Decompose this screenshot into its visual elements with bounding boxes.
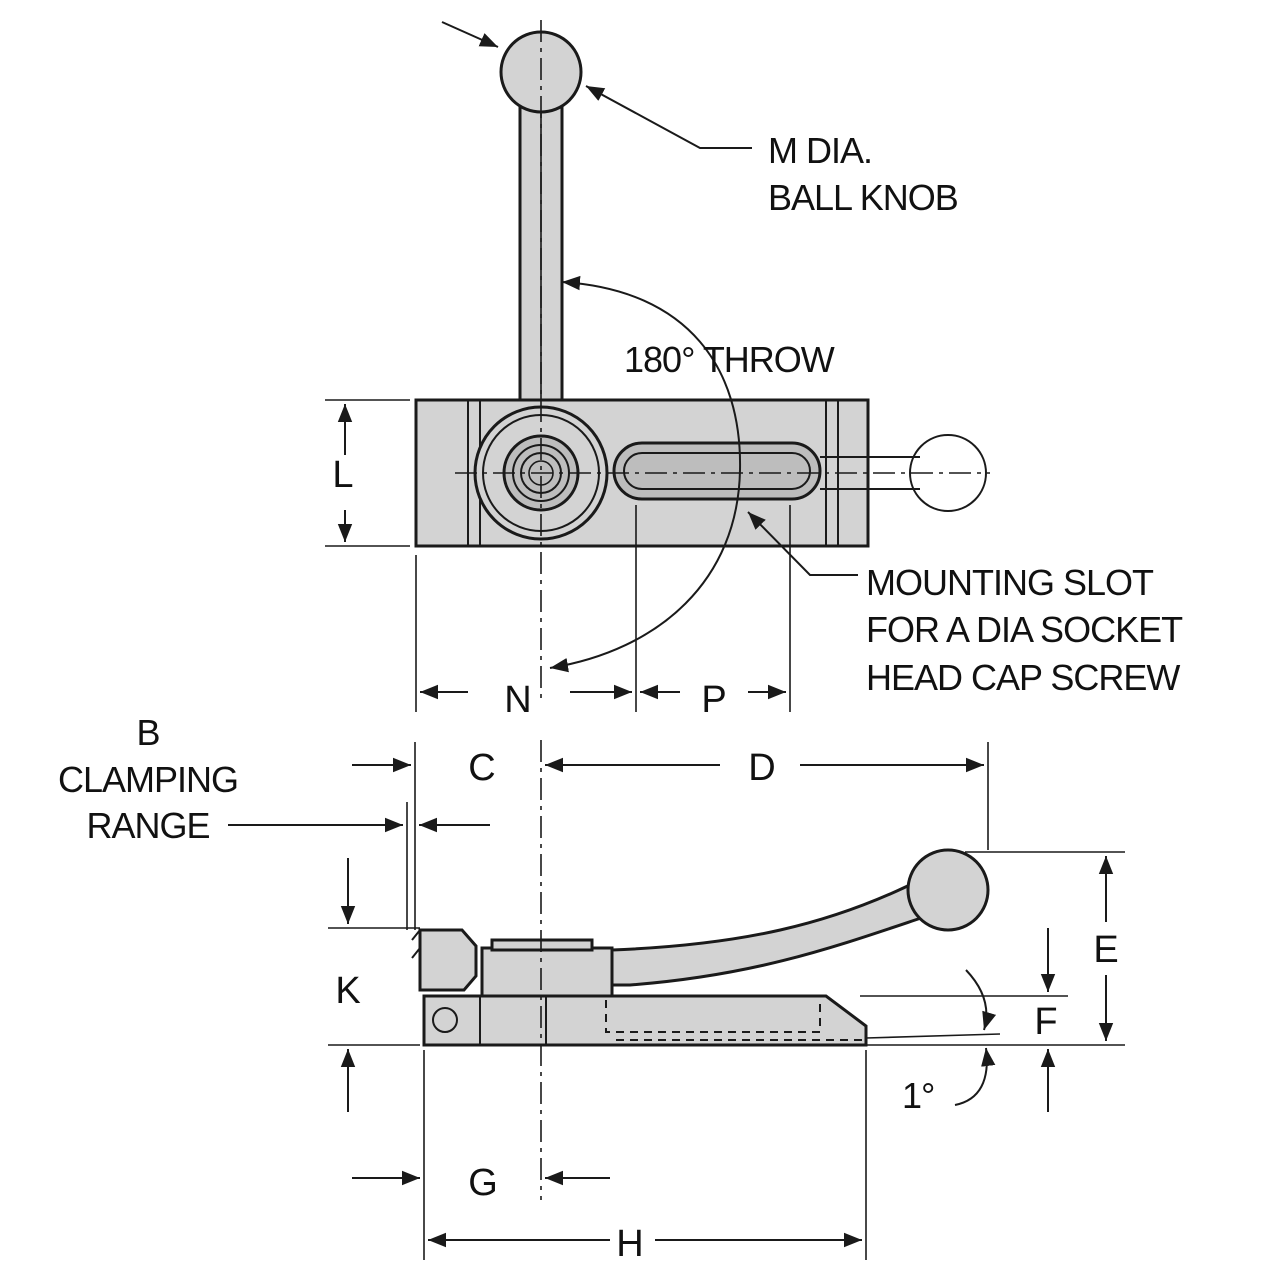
dim-E: E [1093,929,1118,971]
label-slot-2: FOR A DIA SOCKET [866,609,1183,650]
label-clamp-2: CLAMPING [58,759,238,800]
side-ball-knob [906,848,990,932]
label-throw: 180° THROW [624,339,835,380]
angle-indicator [865,969,1001,1106]
dim-P: P [701,679,726,721]
dim-C: C [468,747,495,789]
cam-block-side [480,946,614,998]
side-view [411,740,990,1200]
clamp-jaw [418,928,478,992]
slot-leader [747,511,858,576]
label-ball-knob-2: BALL KNOB [768,177,958,218]
dim-G: G [468,1162,498,1204]
label-ball-knob-1: M DIA. [768,130,872,171]
dim-H: H [616,1223,643,1265]
dim-K: K [335,970,360,1012]
ghost-ball-knob [909,434,987,512]
label-angle: 1° [902,1075,934,1116]
mounting-slot [612,441,822,501]
dimension-K [328,858,420,1112]
pivot-pin [432,1007,458,1033]
dim-D: D [748,747,775,789]
ball-knob-dimension [441,21,752,149]
top-view [414,20,990,700]
dim-N: N [504,679,531,721]
base-plate-side [422,994,868,1047]
throw-arc [549,275,742,673]
dimension-C-D [352,742,989,850]
dimension-H [428,1050,867,1260]
dimension-N-P [415,505,791,712]
dimension-B [228,742,490,930]
dim-F: F [1034,1001,1057,1043]
dimension-L [325,399,410,547]
dim-L: L [332,454,353,496]
side-handle [610,877,932,987]
label-clamp-3: RANGE [86,805,209,846]
label-slot-1: MOUNTING SLOT [866,562,1154,603]
label-clamp-1: B [136,712,159,753]
dimension-G [352,1050,610,1260]
label-slot-3: HEAD CAP SCREW [866,657,1180,698]
dimension-E-F [860,851,1125,1112]
